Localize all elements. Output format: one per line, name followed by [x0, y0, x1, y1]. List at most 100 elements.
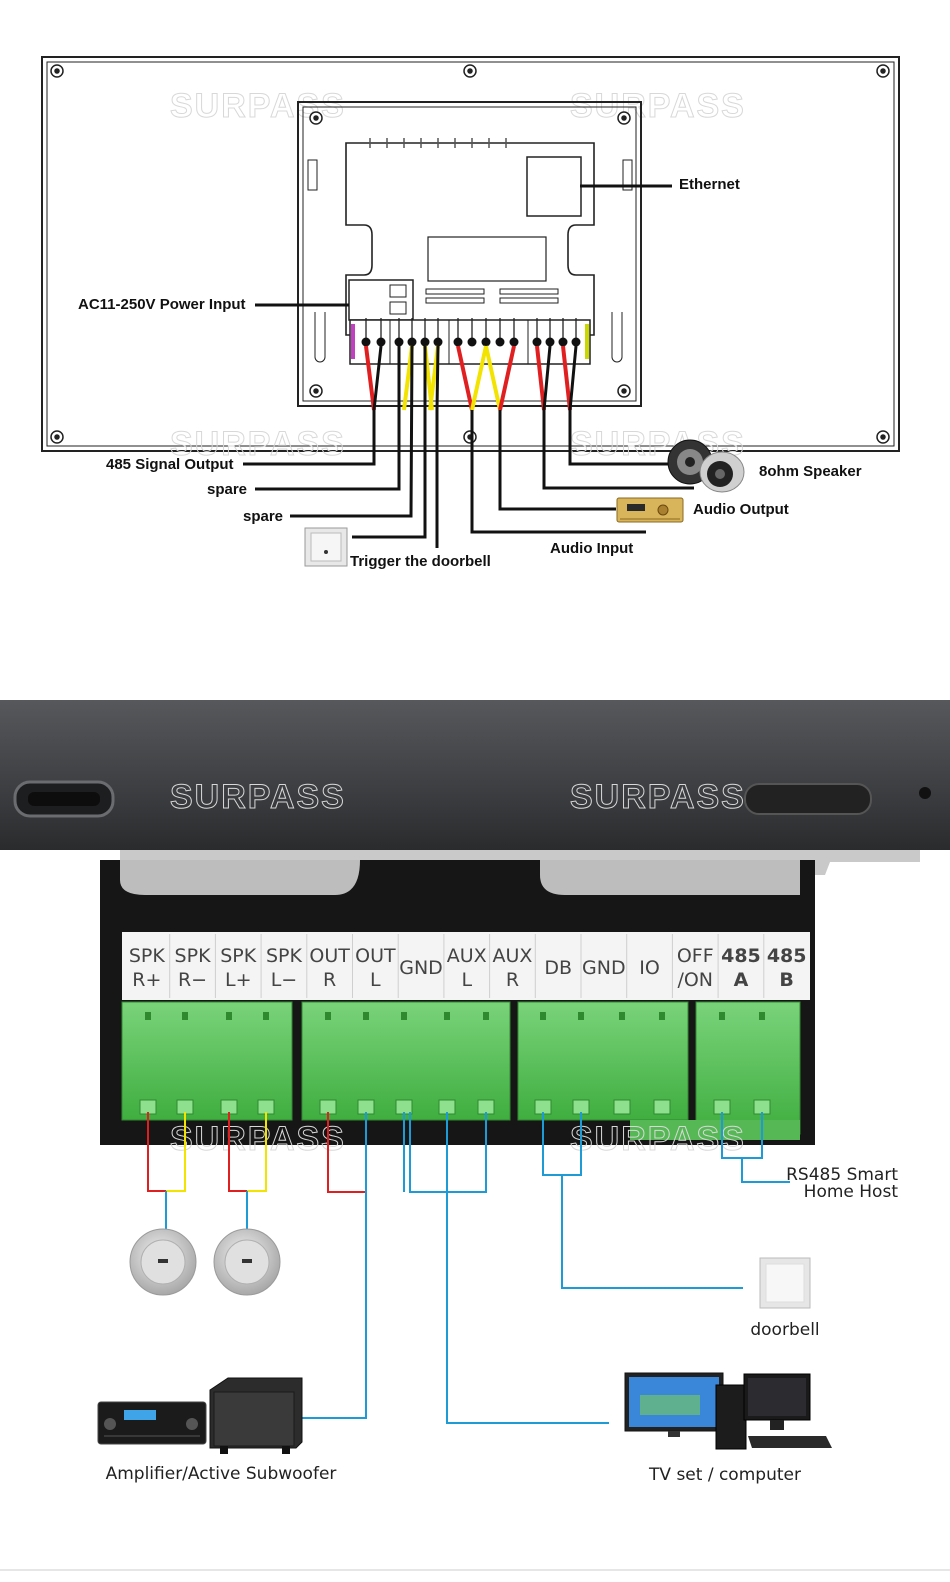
rs485-label-line1: RS485 Smart	[786, 1165, 898, 1185]
trigger-doorbell-label: Trigger the doorbell	[350, 553, 491, 570]
terminal-label-top: SPK	[175, 945, 212, 967]
terminal-label-bottom: R−	[178, 969, 207, 991]
speaker-label: 8ohm Speaker	[759, 463, 862, 480]
doorbell-switch-icon	[304, 527, 348, 567]
spare-label-1: spare	[207, 481, 247, 498]
terminal-label-top: OFF	[677, 945, 714, 967]
chip	[427, 236, 547, 282]
screw-notch	[145, 1012, 151, 1020]
screw-notch	[363, 1012, 369, 1020]
bottom-wiring-diagram: SURPASS SURPASS SPKR+SPKR−SPKL+SPKL−OUTR…	[0, 700, 950, 1571]
screw-tab	[713, 1099, 731, 1115]
terminal-label-bottom: B	[779, 969, 793, 991]
signal-485-label: 485 Signal Output	[106, 456, 234, 473]
terminal-label-top: AUX	[492, 945, 532, 967]
ethernet-port	[526, 156, 582, 217]
screw-tab	[395, 1099, 413, 1115]
watermark: SURPASS	[170, 1120, 346, 1158]
screw-tab	[438, 1099, 456, 1115]
screw-notch	[759, 1012, 765, 1020]
terminal-label-top: 485	[767, 945, 807, 967]
tv-computer-label: TV set / computer	[648, 1465, 801, 1485]
screw-holes	[50, 64, 890, 444]
terminal-label-top: 485	[721, 945, 761, 967]
leader-wires	[243, 345, 694, 548]
screw-tab	[319, 1099, 337, 1115]
terminal-dots	[361, 337, 581, 347]
audio-output-label: Audio Output	[693, 501, 789, 518]
screw-tab	[357, 1099, 375, 1115]
tv-icon	[624, 1372, 724, 1437]
side-button	[744, 783, 872, 815]
terminal-label-top: GND	[399, 957, 443, 979]
screw-notch	[401, 1012, 407, 1020]
subwoofer-icon	[209, 1377, 303, 1454]
terminal-label-bottom: A	[734, 969, 749, 991]
screw-notch	[719, 1012, 725, 1020]
terminal-label-top: OUT	[309, 945, 350, 967]
screw-notch	[226, 1012, 232, 1020]
terminal-label-bottom: L+	[225, 969, 252, 991]
ceiling-speaker-icon	[129, 1228, 197, 1296]
terminal-label-top: GND	[582, 957, 626, 979]
terminal-label-top: SPK	[220, 945, 257, 967]
screw-tab	[220, 1099, 238, 1115]
screw-notch	[483, 1012, 489, 1020]
watermark: SURPASS	[570, 778, 746, 816]
wires	[147, 1112, 790, 1424]
amplifier-icon	[616, 497, 684, 523]
terminal-label-bottom: R	[323, 969, 336, 991]
module-pins	[369, 138, 507, 148]
computer-icon	[715, 1373, 832, 1450]
screw-tab	[613, 1099, 631, 1115]
amplifier-icon	[97, 1401, 207, 1445]
screw-notch	[540, 1012, 546, 1020]
screw-tab	[572, 1099, 590, 1115]
screw-tab	[653, 1099, 671, 1115]
terminal-label-top: SPK	[266, 945, 303, 967]
screw-tab	[176, 1099, 194, 1115]
terminal-label-top: DB	[544, 957, 572, 979]
terminal-label-bottom: R	[506, 969, 519, 991]
terminal-label-bottom: L−	[271, 969, 298, 991]
screw-notch	[325, 1012, 331, 1020]
terminal-label-bottom: L	[370, 969, 381, 991]
terminal-label-top: OUT	[355, 945, 396, 967]
doorbell-icon	[759, 1257, 811, 1309]
audio-input-label: Audio Input	[550, 540, 633, 557]
ethernet-label: Ethernet	[679, 176, 740, 193]
doorbell-label: doorbell	[750, 1320, 819, 1340]
amplifier-label: Amplifier/Active Subwoofer	[106, 1464, 337, 1484]
rs485-label-line2: Home Host	[804, 1182, 899, 1202]
screw-tab	[257, 1099, 275, 1115]
top-wiring-diagram: SURPASS SURPASS SURPASS SURPASS	[41, 56, 900, 570]
terminal-label-top: IO	[639, 957, 660, 979]
terminal-label-top: SPK	[129, 945, 166, 967]
watermark: SURPASS	[170, 778, 346, 816]
spare-label-2: spare	[243, 508, 283, 525]
watermark: SURPASS	[570, 87, 746, 125]
watermark: SURPASS	[170, 425, 346, 463]
terminal-label-strip	[122, 932, 810, 1000]
terminal-label-bottom: /ON	[677, 969, 713, 991]
green-terminal-blocks	[121, 1001, 801, 1140]
speaker-icon	[667, 439, 745, 493]
terminal-label-bottom: R+	[132, 969, 161, 991]
screw-notch	[444, 1012, 450, 1020]
terminal-label-top: AUX	[447, 945, 487, 967]
watermark: SURPASS	[570, 1120, 746, 1158]
screw-tab	[753, 1099, 771, 1115]
screw-notch	[263, 1012, 269, 1020]
ceiling-speaker-icon	[213, 1228, 281, 1296]
screw-notch	[182, 1012, 188, 1020]
screw-tabs	[139, 1012, 771, 1115]
power-input-label: AC11-250V Power Input	[78, 296, 246, 313]
screw-tab	[534, 1099, 552, 1115]
screw-notch	[659, 1012, 665, 1020]
screw-notch	[619, 1012, 625, 1020]
device-panel	[0, 700, 950, 850]
screw-tab	[139, 1099, 157, 1115]
screw-tab	[477, 1099, 495, 1115]
terminal-label-bottom: L	[461, 969, 472, 991]
